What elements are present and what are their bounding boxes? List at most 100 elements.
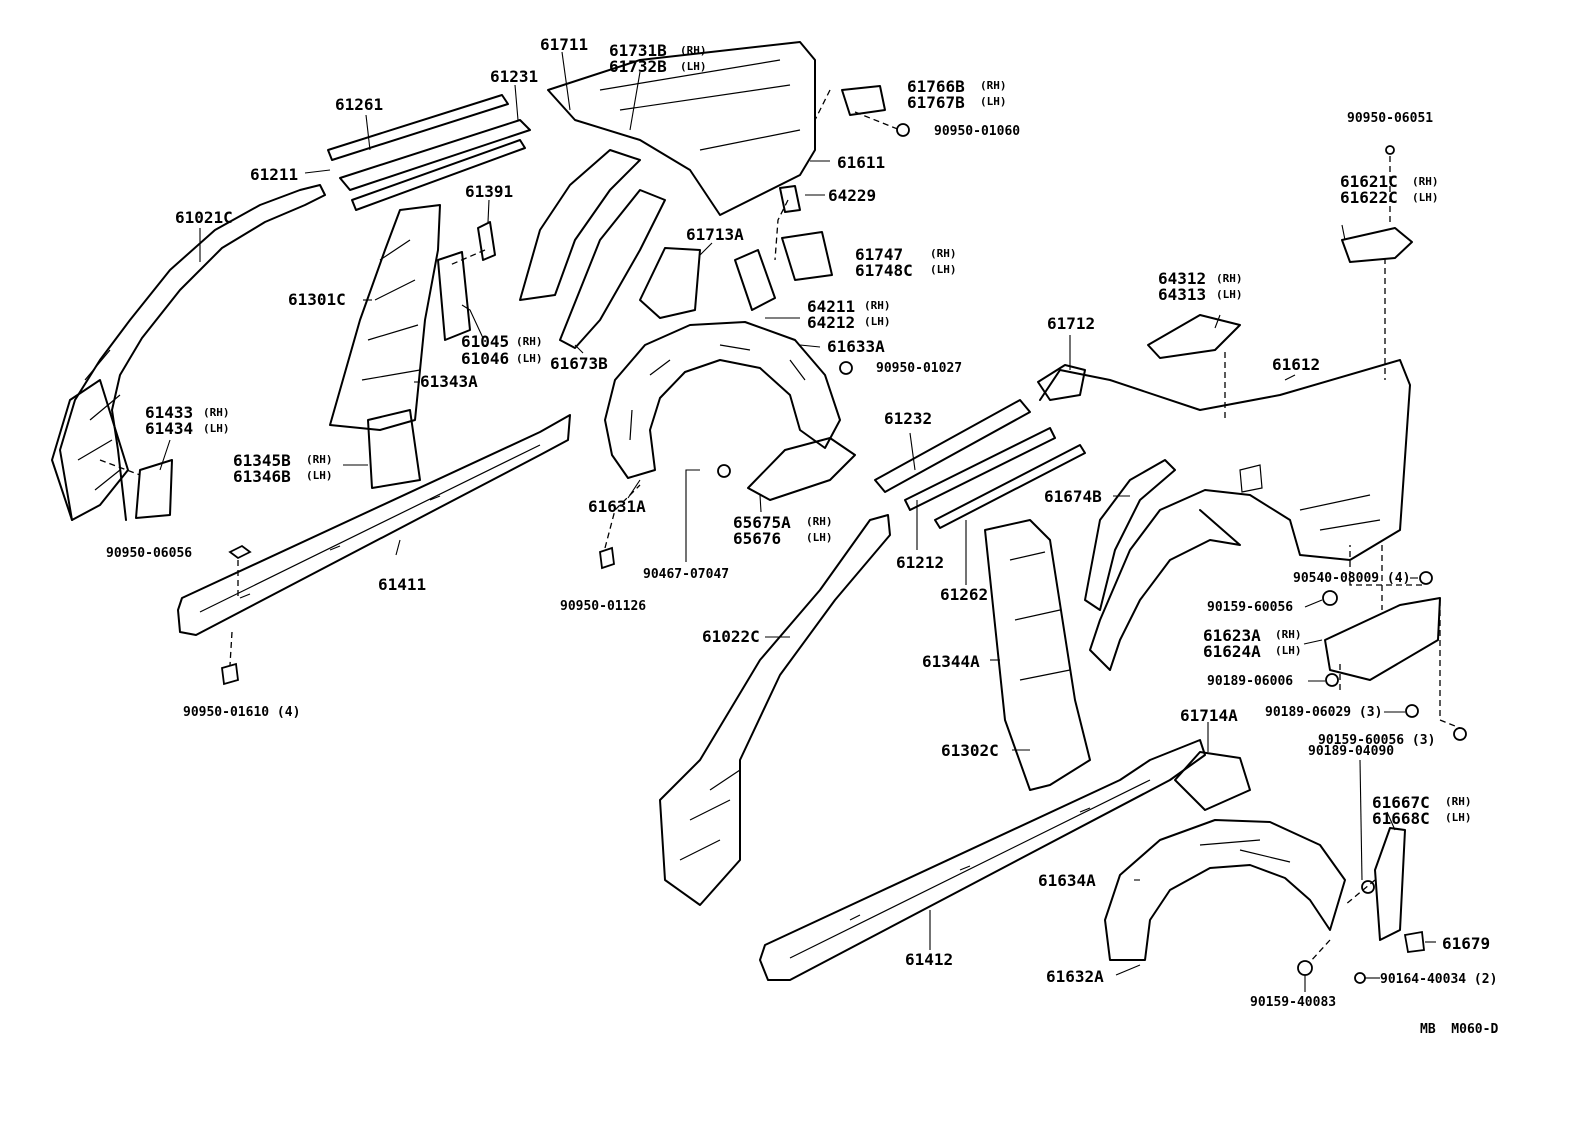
tag-61346b-lh: (LH): [306, 469, 333, 482]
tag-61732b-lh: (LH): [680, 60, 707, 73]
tag-61767b-lh: (LH): [980, 95, 1007, 108]
label-90950-06051: 90950-06051: [1347, 111, 1433, 126]
label-61411: 61411: [378, 575, 426, 594]
label-61433: 61433: [145, 403, 193, 422]
label-61624a: 61624A: [1203, 642, 1261, 661]
wheel-house-61634a: [1104, 819, 1346, 961]
label-90189-04090: 90189-04090: [1308, 744, 1394, 759]
label-61667c: 61667C: [1372, 793, 1430, 812]
label-61633a: 61633A: [827, 337, 885, 356]
part-labels: 61711 61731B (RH) 61732B (LH) 61231 6126…: [145, 35, 1490, 986]
label-61673b: 61673B: [550, 354, 608, 373]
label-61711: 61711: [540, 35, 588, 54]
label-61766b: 61766B: [907, 77, 965, 96]
label-90467-07047: 90467-07047: [643, 567, 729, 582]
tag-64212-lh: (LH): [864, 315, 891, 328]
label-90159-40083: 90159-40083: [1250, 995, 1336, 1010]
label-61262: 61262: [940, 585, 988, 604]
label-61612: 61612: [1272, 355, 1320, 374]
label-61712: 61712: [1047, 314, 1095, 333]
tag-64312-rh: (RH): [1216, 272, 1243, 285]
label-61345b: 61345B: [233, 451, 291, 470]
tag-64313-lh: (LH): [1216, 288, 1243, 301]
front-pillar-61022c: [659, 514, 891, 906]
center-pillar-61301c: [135, 204, 496, 519]
label-64212: 64212: [807, 313, 855, 332]
label-61623a: 61623A: [1203, 626, 1261, 645]
diagram-code: MB M060-D: [1420, 1022, 1498, 1037]
tag-61045-rh: (RH): [516, 335, 543, 348]
tag-61731b-rh: (RH): [680, 44, 707, 57]
label-61046: 61046: [461, 349, 509, 368]
wheel-house-61633a: [604, 321, 856, 501]
tag-61433-rh: (RH): [203, 406, 230, 419]
label-61668c: 61668C: [1372, 809, 1430, 828]
label-90164-40034: 90164-40034 (2): [1380, 972, 1497, 987]
label-61344a: 61344A: [922, 652, 980, 671]
rocker-panel-61412: [759, 739, 1206, 981]
fastener-symbols: [221, 123, 1467, 984]
label-61391: 61391: [465, 182, 513, 201]
tag-61345b-rh: (RH): [306, 453, 333, 466]
label-61631a: 61631A: [588, 497, 646, 516]
leader-lines: [159, 51, 1436, 992]
tag-61434-lh: (LH): [203, 422, 230, 435]
tag-65675a-rh: (RH): [806, 515, 833, 528]
label-90950-01126: 90950-01126: [560, 599, 646, 614]
roof-rail-61211: [327, 94, 531, 211]
tag-61624a-lh: (LH): [1275, 644, 1302, 657]
label-61412: 61412: [905, 950, 953, 969]
dashed-lines: [99, 89, 1461, 963]
label-61346b: 61346B: [233, 467, 291, 486]
tag-65676-lh: (LH): [806, 531, 833, 544]
label-90189-06006: 90189-06006: [1207, 674, 1293, 689]
label-61301c: 61301C: [288, 290, 346, 309]
label-90159-60056: 90159-60056: [1207, 600, 1293, 615]
label-61021c: 61021C: [175, 208, 233, 227]
label-61714a: 61714A: [1180, 706, 1238, 725]
tag-61667c-rh: (RH): [1445, 795, 1472, 808]
roof-side-61232: [874, 399, 1086, 529]
label-90189-06029: 90189-06029 (3): [1265, 705, 1382, 720]
label-61212: 61212: [896, 553, 944, 572]
label-64313: 64313: [1158, 285, 1206, 304]
tag-61623a-rh: (RH): [1275, 628, 1302, 641]
label-65676: 65676: [733, 529, 781, 548]
tag-61668c-lh: (LH): [1445, 811, 1472, 824]
quarter-panel-61612: [1039, 359, 1411, 671]
brackets-right: [1037, 227, 1413, 401]
label-65675a: 65675A: [733, 513, 791, 532]
label-61022c: 61022C: [702, 627, 760, 646]
label-61621c: 61621C: [1340, 172, 1398, 191]
tag-61621c-rh: (RH): [1412, 175, 1439, 188]
quarter-inner-61711: [519, 41, 886, 349]
label-61674b: 61674B: [1044, 487, 1102, 506]
tag-61046-lh: (LH): [516, 352, 543, 365]
rocker-panel-61411: [177, 414, 571, 636]
tag-64211-rh: (RH): [864, 299, 891, 312]
tag-61622c-lh: (LH): [1412, 191, 1439, 204]
label-61634a: 61634A: [1038, 871, 1096, 890]
label-61622c: 61622C: [1340, 188, 1398, 207]
label-61767b: 61767B: [907, 93, 965, 112]
label-90950-01060: 90950-01060: [934, 124, 1020, 139]
label-61713a: 61713A: [686, 225, 744, 244]
label-61231: 61231: [490, 67, 538, 86]
label-61211: 61211: [250, 165, 298, 184]
tag-61766b-rh: (RH): [980, 79, 1007, 92]
label-90159-60056-3: 90159-60056 (3): [1318, 733, 1435, 748]
label-61611: 61611: [837, 153, 885, 172]
label-61731b: 61731B: [609, 41, 667, 60]
label-61679: 61679: [1442, 934, 1490, 953]
tag-61747-rh: (RH): [930, 247, 957, 260]
label-61045: 61045: [461, 332, 509, 351]
fastener-labels: 90950-01060 90950-06051 90950-01027 9095…: [106, 111, 1497, 1010]
label-61261: 61261: [335, 95, 383, 114]
label-61302c: 61302C: [941, 741, 999, 760]
front-pillar-61021c: [51, 184, 326, 521]
label-61748c: 61748C: [855, 261, 913, 280]
label-64211: 64211: [807, 297, 855, 316]
label-90950-06056: 90950-06056: [106, 546, 192, 561]
label-61232: 61232: [884, 409, 932, 428]
